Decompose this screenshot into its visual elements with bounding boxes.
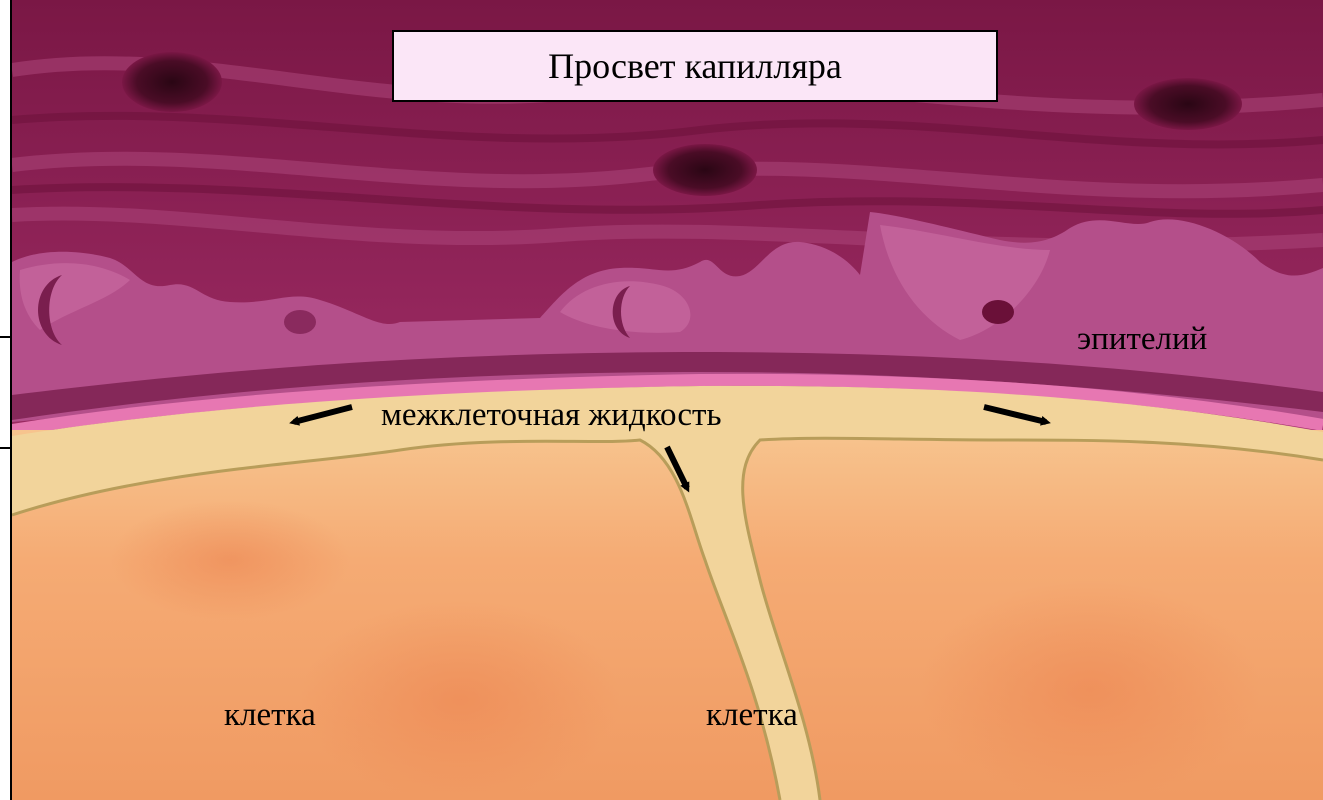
epi-pore (982, 300, 1014, 324)
cell-right-label: клетка (706, 699, 798, 732)
cell-shade-2 (920, 580, 1260, 800)
title-box: Просвет капилляра (392, 30, 998, 102)
edge-pointers (0, 337, 10, 448)
interstitial-fluid-label: межклеточная жидкость (381, 399, 722, 432)
title-label: Просвет капилляра (548, 45, 842, 87)
cell-shade-1 (300, 600, 620, 800)
nucleus-2 (653, 144, 757, 196)
nucleus-3 (1134, 78, 1242, 130)
nucleus-1 (122, 52, 222, 112)
epi-pore-2 (284, 310, 316, 334)
cell-shade-3 (110, 500, 350, 620)
epithelium-label: эпителий (1077, 323, 1207, 356)
cell-left-label: клетка (224, 699, 316, 732)
